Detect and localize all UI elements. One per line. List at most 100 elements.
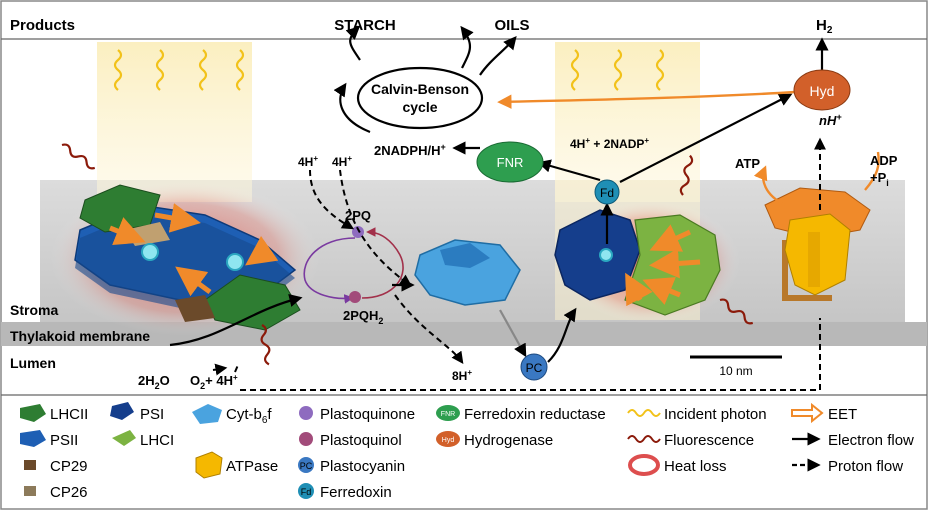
nh-label: nH+ (819, 112, 842, 128)
pc-label: PC (526, 361, 543, 375)
adp-label: ADP (870, 153, 898, 168)
pqh2-label: 2PQH2 (343, 308, 383, 326)
eet-icon (791, 402, 824, 424)
legend-lhcii: LHCII (50, 406, 88, 423)
legend: LHCII PSII CP29 CP26 PSI LHCI Cyt-b6f AT… (20, 402, 914, 501)
oils-product: OILS (494, 17, 529, 34)
legend-heat-loss: Heat loss (664, 458, 727, 475)
ferredoxin-icon (298, 483, 314, 499)
ferredoxin (594, 179, 620, 205)
proton-flow-arrows (212, 137, 826, 391)
photon-wave (570, 49, 580, 91)
lumen-label: Lumen (10, 355, 56, 371)
psi-complex (554, 209, 721, 316)
photon-wave (113, 49, 123, 91)
incident-photon-icon (627, 409, 661, 417)
legend-lhci: LHCI (140, 432, 174, 449)
light-beam-left (97, 42, 252, 202)
legend-cp26: CP26 (50, 484, 88, 501)
fluorescence-icon (627, 435, 661, 443)
atpase-complex (764, 187, 871, 301)
starch-product: STARCH (334, 17, 395, 34)
legend-psi: PSI (140, 406, 164, 423)
legend-eet: EET (828, 406, 857, 423)
legend-proton-flow: Proton flow (828, 458, 903, 475)
stroma-label: Stroma (10, 302, 58, 318)
proton-4h-b: 4H+ (332, 154, 352, 169)
calvin-benson-cycle (356, 66, 484, 130)
psi-icon (110, 402, 134, 420)
products-header: Products (10, 17, 75, 34)
hydrogenase (793, 69, 851, 111)
plastoquinone-cycle (303, 226, 404, 304)
photon-wave (235, 49, 245, 91)
photon-wave (155, 49, 165, 91)
legend-fluorescence: Fluorescence (664, 432, 754, 449)
legend-atpase: ATPase (226, 458, 278, 475)
calvin-cycle-line2: cycle (402, 99, 437, 115)
fnr-enzyme (476, 141, 544, 183)
lhci-icon (112, 430, 136, 446)
lhcii-icon (20, 404, 46, 422)
legend-psii: PSII (50, 432, 78, 449)
fnr-label: FNR (497, 155, 524, 170)
fluorescence-wave (61, 143, 96, 170)
hyd-icon (436, 431, 460, 447)
incident-photons (113, 49, 665, 91)
plastoquinol-molecule (349, 291, 361, 303)
oxygen-proton-label: O2+ 4H+ (190, 373, 238, 391)
plastocyanin-badge-text: PC (300, 461, 313, 471)
fluorescence-wave (679, 154, 694, 196)
plastocyanin (520, 353, 548, 381)
legend-cp29: CP29 (50, 458, 88, 475)
photon-wave (613, 49, 623, 91)
photon-wave (198, 49, 208, 91)
legend-electron-flow: Electron flow (828, 432, 914, 449)
legend-plastoquinol: Plastoquinol (320, 432, 402, 449)
legend-plastoquinone: Plastoquinone (320, 406, 415, 423)
atpase-icon (195, 451, 223, 479)
water-label: 2H2O (138, 373, 170, 391)
fluorescence-waves (61, 143, 754, 366)
psii-supercomplex (74, 184, 301, 331)
cyt-b6f-icon (192, 404, 222, 424)
calvin-cycle-line1: Calvin-Benson (371, 81, 469, 97)
heat-loss-icon (628, 454, 660, 476)
fluorescence-wave (719, 298, 754, 325)
psii-icon (20, 430, 46, 447)
plastoquinone-icon (299, 406, 313, 420)
cp26-icon (24, 486, 36, 496)
fluorescence-wave (260, 324, 271, 366)
fd-label: Fd (600, 186, 614, 200)
hyd-label: Hyd (810, 83, 835, 99)
ferredoxin-badge-text: Fd (301, 487, 312, 497)
thylakoid-membrane-label: Thylakoid membrane (10, 328, 150, 344)
legend-hydrogenase: Hydrogenase (464, 432, 553, 449)
legend-ferredoxin: Ferredoxin (320, 484, 392, 501)
plastoquinone-molecule (352, 226, 364, 238)
proton-4h-a: 4H+ (298, 154, 318, 169)
photon-wave (655, 49, 665, 91)
h2-product: H2 (816, 17, 833, 36)
legend-plastocyanin: Plastocyanin (320, 458, 405, 475)
legend-cyt-b6f: Cyt-b6f (226, 406, 272, 426)
scale-bar-label: 10 nm (719, 364, 752, 378)
legend-incident-photon: Incident photon (664, 406, 767, 423)
cp29-icon (24, 460, 36, 470)
proton-8h-label: 8H+ (452, 368, 472, 383)
nadph-label: 2NADPH/H+ (374, 142, 446, 158)
electron-flow-arrows (169, 25, 829, 363)
hyd-badge-text: Hyd (442, 437, 455, 444)
cyt-b6f-complex (414, 239, 521, 306)
pq-label: 2PQ (345, 208, 371, 223)
atp-flow-arrows (497, 90, 880, 207)
plastoquinol-icon (299, 432, 313, 446)
h-nadp-label: 4H+ + 2NADP+ (570, 136, 649, 151)
legend-ferredoxin-reductase: Ferredoxin reductase (464, 406, 606, 423)
atp-label: ATP (735, 156, 760, 171)
fnr-icon (436, 405, 460, 421)
plastocyanin-icon (298, 457, 314, 473)
light-beam-right (555, 42, 700, 202)
pi-label: +Pi (870, 170, 889, 188)
